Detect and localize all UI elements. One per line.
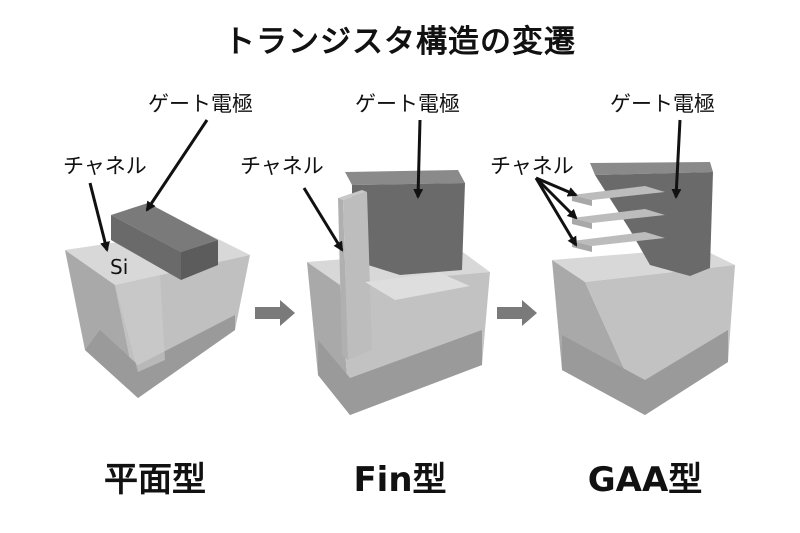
step-arrow-2: [497, 300, 537, 326]
gaa-gate-label: ゲート電極: [610, 92, 715, 116]
fin-gate-arrow: [413, 119, 424, 199]
fin-channel-label: チャネル: [240, 154, 324, 178]
fin-channel: [338, 190, 372, 360]
gaa-substrate-block: [552, 248, 735, 415]
fin-channel-arrow: [302, 187, 344, 252]
planar-channel-arrow: [88, 182, 110, 252]
planar-channel-label: チャネル: [63, 154, 147, 178]
planar-gate-electrode: [111, 203, 218, 280]
gaa-channel-arrow-2: [534, 176, 578, 220]
fin-transistor: [307, 170, 490, 415]
gaa-caption: GAA型: [587, 460, 703, 500]
fin-substrate-block: [307, 250, 490, 415]
gaa-gate-electrode: [590, 162, 713, 276]
planar-gate-arrow: [145, 119, 209, 212]
gaa-gate-arrow: [671, 119, 682, 199]
fin-caption: Fin型: [353, 460, 447, 500]
planar-transistor: [65, 203, 250, 398]
nanosheet-1: [572, 186, 665, 200]
diagram-title: トランジスタ構造の変遷: [224, 24, 576, 60]
fin-source-drain: [365, 273, 470, 300]
step-arrow-1: [255, 300, 295, 326]
gaa-channel-label: チャネル: [490, 154, 574, 178]
planar-gate-label: ゲート電極: [148, 92, 253, 116]
gaa-transistor: [552, 162, 735, 415]
gaa-channel-arrow-3: [534, 177, 578, 247]
fin-gate-electrode: [345, 170, 465, 275]
planar-si-label: Si: [110, 255, 129, 279]
nanosheet-2: [572, 209, 665, 223]
planar-caption: 平面型: [104, 460, 206, 500]
gaa-channel-arrow-1: [535, 176, 578, 197]
nanosheet-3: [572, 232, 665, 246]
fin-gate-label: ゲート電極: [355, 92, 460, 116]
label-arrows: [88, 119, 682, 252]
